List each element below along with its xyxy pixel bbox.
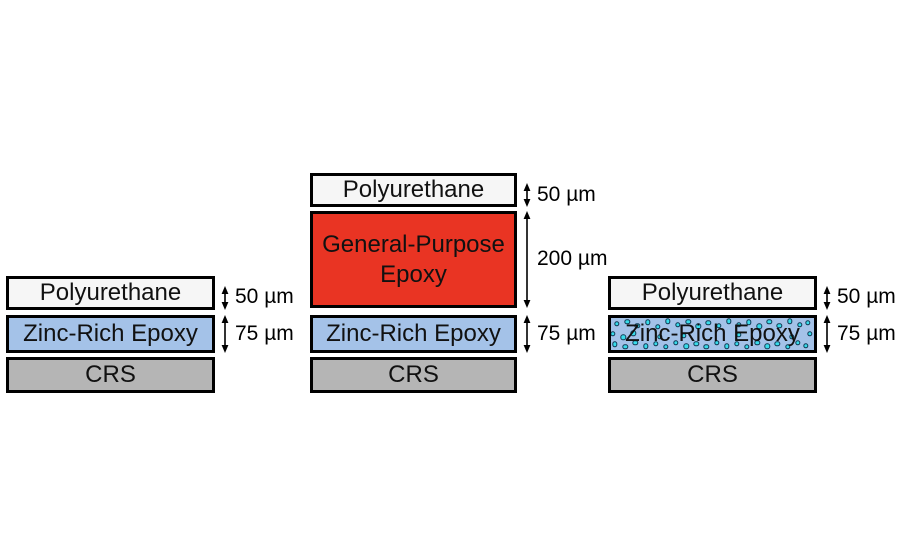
layer-polyurethane: Polyurethane — [608, 276, 817, 310]
thickness-label-75um: 75 µm — [837, 322, 896, 345]
zinc-particle-dot — [764, 343, 770, 349]
dimension-arrow-75um — [219, 315, 231, 353]
zinc-particle-dot — [632, 340, 639, 346]
layer-label: Zinc-Rich Epoxy — [23, 320, 198, 347]
layer-label: CRS — [687, 361, 738, 388]
zinc-particle-dot — [774, 340, 781, 347]
thickness-label-50um: 50 µm — [837, 285, 896, 308]
layer-label: Polyurethane — [342, 176, 485, 203]
zinc-particle-dot — [705, 320, 712, 326]
zinc-particle-dot — [726, 318, 732, 324]
zinc-particle-dot — [724, 343, 730, 349]
zinc-particle-dot — [754, 340, 760, 346]
zinc-particle-dot — [620, 334, 626, 340]
dimension-arrow-50um — [821, 286, 833, 310]
zinc-particle-dot — [665, 318, 671, 324]
dimension-arrow-50um — [219, 286, 231, 310]
zinc-particle-dot — [756, 323, 762, 330]
zinc-particle-dot — [807, 331, 813, 337]
zinc-particle-dot — [663, 344, 669, 350]
layer-crs-substrate: CRS — [608, 357, 817, 393]
zinc-particle-dot — [797, 322, 803, 328]
zinc-particle-dot — [784, 344, 791, 350]
layer-label: Polyurethane — [39, 279, 182, 306]
zinc-particle-dot — [713, 340, 720, 346]
zinc-particle-dot — [766, 319, 773, 325]
zinc-particle-dot — [803, 342, 809, 349]
thickness-label-50um: 50 µm — [537, 183, 596, 206]
layer-label: Zinc-Rich Epoxy — [326, 320, 501, 347]
thickness-label-200um: 200 µm — [537, 247, 608, 270]
zinc-particle-dot — [734, 340, 740, 347]
zinc-particle-dot — [695, 323, 701, 330]
zinc-particle-dot — [634, 323, 641, 329]
layer-label: Zinc-Rich Epoxy — [625, 320, 800, 347]
zinc-particle-dot — [805, 320, 811, 326]
zinc-particle-dot — [624, 319, 630, 325]
zinc-particle-dot — [612, 341, 618, 347]
zinc-particle-dot — [683, 343, 689, 349]
layer-crs-substrate: CRS — [310, 357, 517, 393]
zinc-particle-dot — [611, 331, 616, 337]
layer-label: CRS — [388, 361, 439, 388]
layer-zinc-rich-epoxy: Zinc-Rich Epoxy — [310, 315, 517, 353]
dimension-arrow-75um — [821, 315, 833, 353]
zinc-particle-dot — [693, 340, 699, 347]
zinc-particle-dot — [642, 343, 649, 349]
zinc-particle-dot — [681, 332, 687, 339]
zinc-particle-dot — [746, 319, 752, 326]
zinc-particle-dot — [744, 344, 750, 350]
zinc-particle-dot — [630, 330, 637, 337]
zinc-particle-dot — [652, 340, 659, 347]
zinc-particle-dot — [685, 319, 691, 325]
zinc-particle-dot — [654, 324, 661, 330]
zinc-particle-dot — [786, 318, 793, 324]
zinc-particle-dot — [736, 322, 742, 328]
zinc-particle-dot — [736, 331, 742, 338]
zinc-particle-dot — [644, 319, 651, 326]
zinc-particle-dot — [788, 333, 795, 340]
zinc-particle-dot — [776, 322, 783, 329]
layer-polyurethane: Polyurethane — [310, 173, 517, 207]
thickness-label-75um: 75 µm — [235, 322, 294, 345]
zinc-particle-dot — [673, 340, 679, 346]
layer-general-purpose-epoxy: General-Purpose Epoxy — [310, 211, 517, 308]
zinc-dots — [611, 318, 814, 350]
zinc-particle-dot — [795, 340, 801, 346]
layer-label: Polyurethane — [641, 279, 784, 306]
zinc-particle-dot — [622, 344, 628, 350]
layer-zinc-rich-epoxy: Zinc-Rich Epoxy — [6, 315, 215, 353]
zinc-particle-dot — [675, 322, 681, 328]
layer-polyurethane: Polyurethane — [6, 276, 215, 310]
layer-zinc-rich-epoxy-dotted: Zinc-Rich Epoxy — [608, 315, 817, 353]
layer-label: CRS — [85, 361, 136, 388]
dimension-arrow-75um — [521, 315, 533, 353]
zinc-particle-dot — [614, 321, 620, 327]
zinc-particle-dot — [715, 322, 722, 329]
zinc-particle-dot — [657, 333, 663, 340]
zinc-particle-dot — [703, 344, 710, 350]
dimension-arrow-50um — [521, 183, 533, 207]
dimension-arrow-200um — [521, 211, 533, 308]
thickness-label-75um: 75 µm — [537, 322, 596, 345]
thickness-label-50um: 50 µm — [235, 285, 294, 308]
layer-label: General-Purpose Epoxy — [322, 230, 505, 288]
layer-crs-substrate: CRS — [6, 357, 215, 393]
